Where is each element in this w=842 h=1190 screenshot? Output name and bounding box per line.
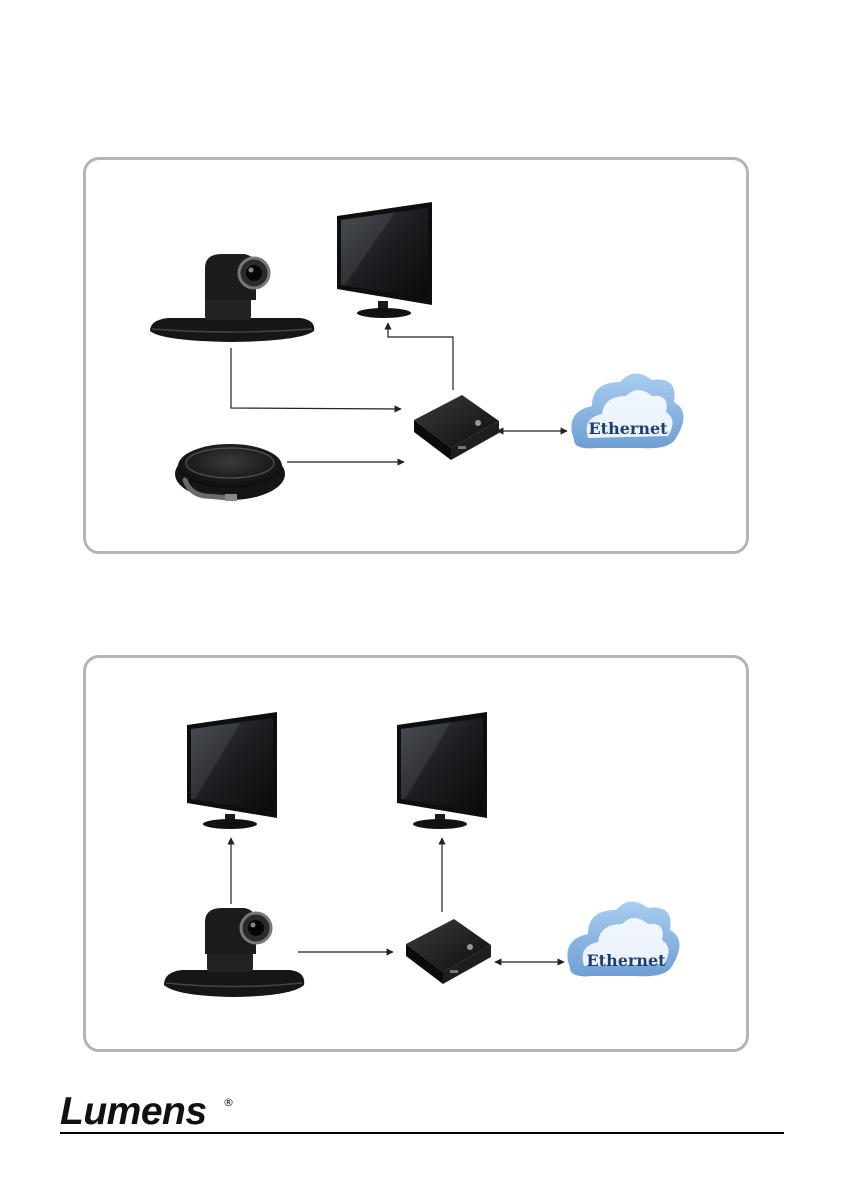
ethernet-cloud-icon: Ethernet [571,373,683,448]
monitor-left-icon [187,712,277,829]
pc-to-monitor-line [388,323,453,390]
camera-to-pc-line [231,348,401,409]
monitor-right-icon [397,712,487,829]
registered-mark: ® [223,1096,234,1109]
mini-pc-2-icon [406,919,491,984]
ethernet-cloud-2-icon: Ethernet [567,901,679,976]
monitor-icon [337,202,432,318]
ethernet-label-2: Ethernet [586,951,666,970]
ethernet-label: Ethernet [588,419,668,438]
lumens-logo: Lumens [60,1090,207,1134]
footer-rule [60,1132,784,1134]
mini-pc-icon [414,395,499,460]
ptz-camera-icon [150,254,314,342]
usb-speakerphone-icon [175,444,285,501]
ptz-camera-2-icon [164,908,304,997]
